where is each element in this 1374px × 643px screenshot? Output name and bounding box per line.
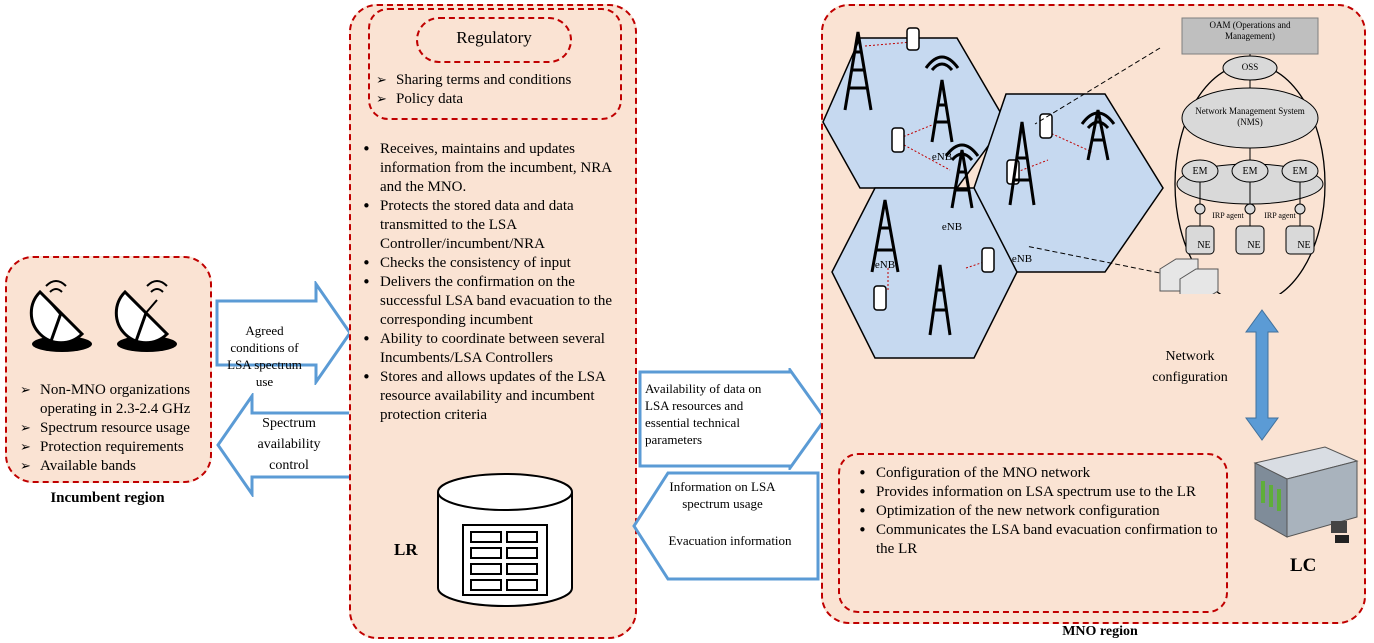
satellite-dish-icon bbox=[114, 280, 177, 352]
arrow-left-shape bbox=[216, 393, 353, 497]
list-item: Delivers the confirmation on the success… bbox=[358, 273, 630, 330]
mno-function-box bbox=[838, 453, 1228, 613]
regulatory-title-box bbox=[416, 17, 572, 63]
nms-label: Network Management System (NMS) bbox=[1195, 106, 1305, 127]
list-item: Stores and allows updates of the LSA res… bbox=[358, 368, 630, 425]
list-item: Policy data bbox=[374, 90, 619, 109]
enb-label: eNB bbox=[942, 221, 962, 233]
availability-label: Availability of data on LSA resources an… bbox=[645, 381, 762, 447]
network-config-label: Network configuration bbox=[1152, 349, 1228, 385]
list-item: Protection requirements bbox=[18, 438, 208, 457]
spectrum-control-label: Spectrum availability control bbox=[257, 416, 321, 473]
arrow-right-shape bbox=[638, 368, 827, 470]
incumbent-caption: Incumbent region bbox=[50, 490, 165, 506]
ne-label: NE bbox=[1297, 240, 1311, 251]
agreed-conditions-label: Agreed conditions of LSA spectrum use bbox=[227, 323, 302, 389]
list-item: Sharing terms and conditions bbox=[374, 71, 619, 90]
list-item: Checks the consistency of input bbox=[358, 254, 630, 273]
ne-label: NE bbox=[1247, 240, 1261, 251]
mno-caption: MNO region bbox=[1062, 624, 1138, 639]
ne-label: NE bbox=[1197, 240, 1211, 251]
database-icon bbox=[437, 473, 573, 607]
arrow-right-shape bbox=[215, 281, 352, 385]
list-item: Provides information on LSA spectrum use… bbox=[854, 483, 1226, 502]
oss-label: OSS bbox=[1241, 62, 1259, 72]
arrow-left-shape bbox=[632, 471, 820, 581]
list-item: Optimization of the new network configur… bbox=[854, 502, 1226, 521]
cellular-network-illustration: eNB eNB eNB eNB bbox=[822, 27, 1164, 359]
evacuation-label: Evacuation information bbox=[668, 533, 792, 548]
em-label: EM bbox=[1192, 166, 1208, 177]
mno-function-list: Configuration of the MNO network Provide… bbox=[854, 464, 1226, 559]
enb-label: eNB bbox=[932, 151, 952, 163]
oam-structure bbox=[1025, 17, 1326, 294]
regulatory-title: Regulatory bbox=[456, 28, 532, 47]
list-item: Ability to coordinate between several In… bbox=[358, 330, 630, 368]
list-item: Non-MNO organizations operating in 2.3-2… bbox=[18, 381, 208, 419]
list-item: Spectrum resource usage bbox=[18, 419, 208, 438]
lr-label: LR bbox=[394, 540, 418, 559]
satellite-dish-icon bbox=[29, 280, 92, 352]
list-item: Configuration of the MNO network bbox=[854, 464, 1226, 483]
incumbent-list: Non-MNO organizations operating in 2.3-2… bbox=[18, 381, 208, 476]
lr-function-list: Receives, maintains and updates informat… bbox=[358, 140, 630, 425]
info-usage-label: Information on LSA spectrum usage bbox=[669, 479, 776, 511]
list-item: Available bands bbox=[18, 457, 208, 476]
double-arrow-vertical bbox=[1245, 309, 1279, 441]
server-icon bbox=[1253, 446, 1359, 543]
oam-label: OAM (Operations and Management) bbox=[1209, 20, 1291, 41]
regulatory-list: Sharing terms and conditions Policy data bbox=[374, 71, 619, 109]
lc-label: LC bbox=[1290, 555, 1317, 576]
irp-agent-label: IRP agent bbox=[1264, 211, 1296, 220]
list-item: Protects the stored data and data transm… bbox=[358, 197, 630, 254]
list-item: Communicates the LSA band evacuation con… bbox=[854, 521, 1226, 559]
irp-agent-label: IRP agent bbox=[1212, 211, 1244, 220]
list-item: Receives, maintains and updates informat… bbox=[358, 140, 630, 197]
em-label: EM bbox=[1292, 166, 1308, 177]
em-label: EM bbox=[1242, 166, 1258, 177]
enb-label: eNB bbox=[875, 259, 895, 271]
enb-label: eNB bbox=[1012, 253, 1032, 265]
